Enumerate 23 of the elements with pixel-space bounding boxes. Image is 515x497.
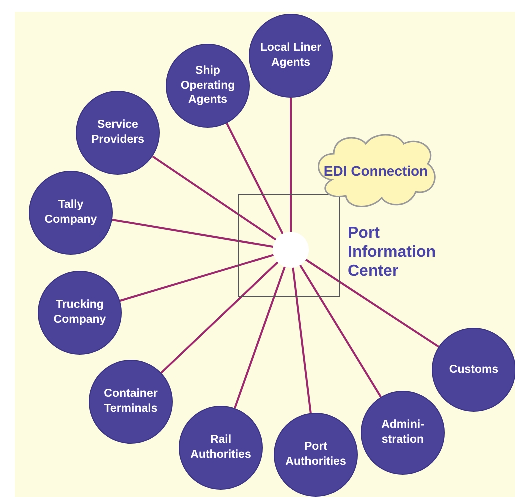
connector-line [234,266,286,409]
connector-line [300,264,382,398]
node-label: Port Authorities [284,440,348,470]
node-label: Container Terminals [103,387,159,417]
node-label: Service Providers [90,118,146,148]
node-label: Customs [448,362,500,378]
cloud-label: EDI Connection [324,163,428,179]
connector-line [226,123,284,234]
hub-caption: Port Information Center [348,224,437,282]
node-label: Rail Authorities [190,433,252,463]
connector-line [306,259,440,348]
connector-line [160,262,279,374]
node-label: Tally Company [44,198,98,228]
frame-box [238,194,340,297]
node-label: Admini-stration [380,418,426,448]
connector-line [290,98,292,232]
connector-line [112,218,274,248]
node-label: Trucking Company [52,298,108,328]
node-label: Ship Operating Agents [180,64,236,108]
connector-line [152,156,277,241]
connector-line [120,254,274,302]
connector-line [292,268,312,414]
node-label: Local Liner Agents [259,41,323,71]
